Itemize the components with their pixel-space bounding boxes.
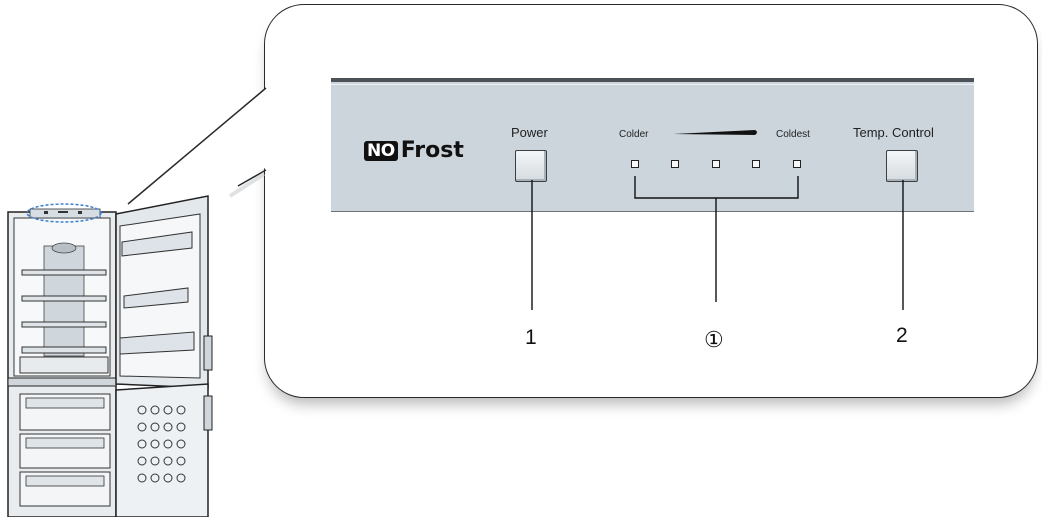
logo-word: Frost — [400, 138, 464, 163]
nofrost-logo: NO Frost — [364, 138, 464, 163]
temperature-led-3 — [712, 160, 720, 168]
temperature-led-5 — [793, 160, 801, 168]
callout-number-leds: ① — [704, 328, 724, 353]
logo-no-badge: NO — [364, 140, 398, 161]
power-button[interactable] — [515, 150, 547, 182]
temperature-wedge — [673, 130, 757, 135]
temp-control-button[interactable] — [886, 150, 918, 182]
refrigerator-illustration — [7, 195, 213, 517]
temperature-led-2 — [671, 160, 679, 168]
temperature-led-4 — [752, 160, 760, 168]
colder-label: Colder — [619, 129, 649, 140]
control-panel: NO Frost Power Colder Coldest Temp. Cont… — [331, 78, 974, 212]
coldest-label: Coldest — [776, 129, 810, 140]
panel-highlight-line — [331, 84, 974, 85]
power-label: Power — [511, 125, 548, 140]
temperature-led-1 — [631, 160, 639, 168]
callout-number-temp: 2 — [896, 324, 908, 347]
callout-number-power: 1 — [525, 326, 537, 349]
temp-control-label: Temp. Control — [853, 125, 934, 140]
